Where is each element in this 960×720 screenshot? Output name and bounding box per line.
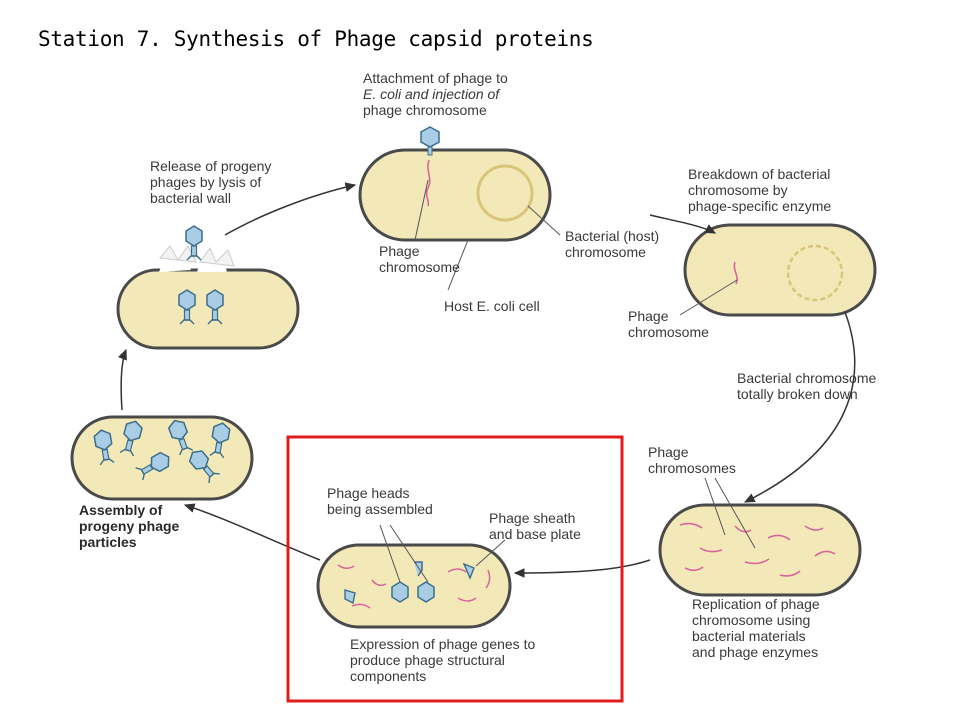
lysis-cell [116, 225, 300, 350]
label-attachment: Attachment of phage to E. coli and injec… [363, 70, 508, 118]
arrow-lysis-to-infection [224, 182, 357, 236]
label-phage-chromosome-top: Phage chromosome [379, 243, 460, 275]
label-expression: Expression of phage genes to produce pha… [350, 636, 536, 684]
label-host-cell: Host E. coli cell [444, 298, 540, 314]
sheath-base-plate-b [344, 589, 356, 605]
label-release: Release of progeny phages by lysis of ba… [150, 158, 272, 206]
phage-head-a [391, 581, 409, 603]
replication-cell [658, 503, 862, 597]
label-replication: Replication of phage chromosome using ba… [692, 596, 820, 660]
host-chromosome-ring [476, 164, 534, 222]
arrow-assembly-to-lysis [117, 348, 127, 411]
label-breakdown: Breakdown of bacterial chromosome by pha… [688, 166, 832, 214]
arrow-replication-to-expression [513, 559, 651, 578]
page-title: Station 7. Synthesis of Phage capsid pro… [38, 27, 594, 51]
highlight-box [286, 435, 624, 703]
label-assembly: Assembly of progeny phage particles [79, 502, 180, 550]
label-phage-chromosome-right: Phage chromosome [628, 308, 709, 340]
arrow-breakdown-to-replication [743, 311, 856, 503]
assembly-cell [70, 415, 254, 501]
arrow-expression-to-assembly [183, 503, 321, 561]
breakdown-cell [683, 223, 877, 317]
label-heads-assembled: Phage heads being assembled [327, 485, 433, 517]
injected-phage-chromosome [425, 159, 431, 207]
leader-lines [379, 179, 756, 583]
label-phage-chromosomes: Phage chromosomes [648, 444, 736, 476]
phage-head-b [417, 581, 435, 603]
label-totally-broken-down: Bacterial chromosome totally broken down [737, 370, 877, 402]
label-sheath-base-plate: Phage sheath and base plate [489, 510, 581, 542]
attaching-phage [420, 126, 440, 156]
label-bacterial-host-chromosome: Bacterial (host) chromosome [565, 228, 660, 260]
expression-cell [316, 543, 512, 629]
cycle-arrows [117, 182, 856, 578]
infection-cell [358, 126, 552, 242]
arrow-infection-to-breakdown [649, 214, 717, 234]
partial-head [414, 561, 423, 577]
sheath-base-plate-a [462, 562, 475, 580]
